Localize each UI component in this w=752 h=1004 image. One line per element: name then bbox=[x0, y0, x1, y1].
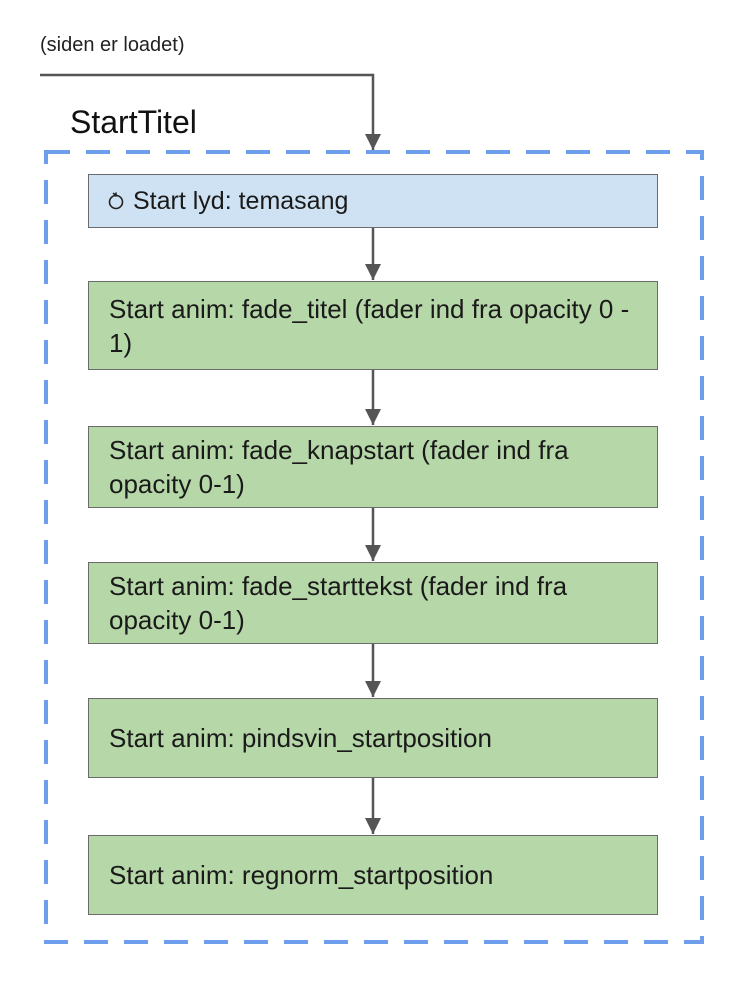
step-pindsvin-startposition: Start anim: pindsvin_startposition bbox=[88, 698, 658, 778]
entry-connector bbox=[40, 73, 382, 150]
step-label: Start anim: fade_starttekst (fader ind f… bbox=[109, 571, 568, 635]
group-border bbox=[44, 150, 704, 944]
step-fade-starttekst: Start anim: fade_starttekst (fader ind f… bbox=[88, 562, 658, 644]
step-label: Start anim: regnorm_startposition bbox=[109, 860, 494, 890]
step-fade-titel: Start anim: fade_titel (fader ind fra op… bbox=[88, 281, 658, 370]
step-regnorm-startposition: Start anim: regnorm_startposition bbox=[88, 835, 658, 915]
step-label: Start anim: fade_knapstart (fader ind fr… bbox=[109, 435, 569, 499]
sound-icon bbox=[107, 191, 125, 211]
step-label: Start anim: pindsvin_startposition bbox=[109, 723, 492, 753]
step-start-sound: Start lyd: temasang bbox=[88, 174, 658, 228]
step-fade-knapstart: Start anim: fade_knapstart (fader ind fr… bbox=[88, 426, 658, 508]
group-title: StartTitel bbox=[70, 104, 197, 140]
step-label: Start anim: fade_titel (fader ind fra op… bbox=[109, 293, 630, 358]
trigger-label: (siden er loadet) bbox=[40, 34, 185, 56]
step-label: Start lyd: temasang bbox=[133, 187, 349, 215]
